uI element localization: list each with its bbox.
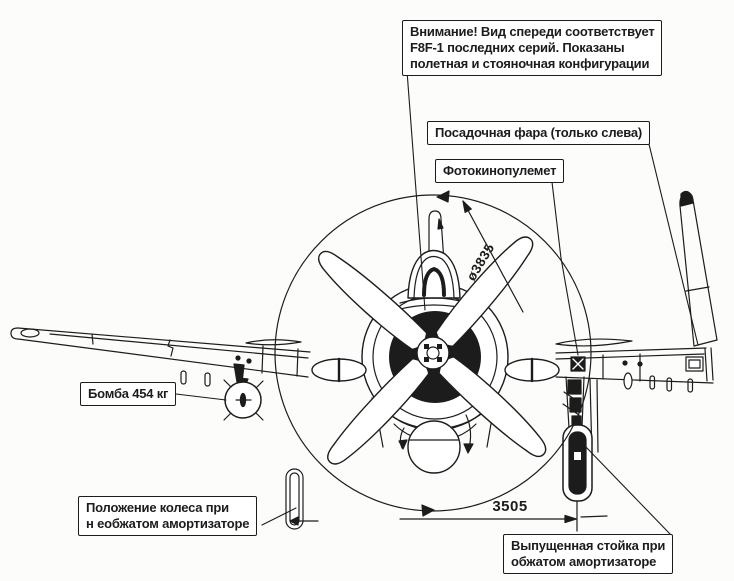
callout-bomb-label: Бомба 454 кг (88, 386, 169, 401)
dimension-wheel-track: 3505 (492, 498, 528, 515)
track-dimension (399, 514, 608, 524)
callout-attention-line2: F8F-1 последних серий. Показаны (410, 39, 625, 55)
callout-extended-strut: Выпущенная стойка при обжатом амортизато… (503, 534, 674, 574)
main-landing-gear (562, 376, 599, 532)
leader-landing-light (647, 139, 699, 346)
leader-lines (175, 70, 699, 536)
callout-wheel-position-line1: Положение колеса при (86, 500, 229, 515)
rotation-arrow-top (436, 190, 450, 203)
ghost-wheel-uncompressed (285, 468, 319, 530)
propeller-hub (416, 336, 450, 370)
bomb-454kg (223, 363, 264, 421)
rotation-arrow-bottom (421, 504, 435, 517)
propeller-disc (274, 190, 592, 517)
folded-wingtip (679, 190, 718, 347)
wing-root-intakes (311, 357, 560, 383)
callout-attention: Внимание! Вид спереди соответствует F8F-… (402, 20, 663, 76)
callout-attention-line3: полетная и стояночная конфигурации (410, 55, 650, 71)
diameter-dimension (462, 200, 524, 313)
callout-bomb: Бомба 454 кг (80, 382, 177, 406)
leader-extended-strut (583, 444, 672, 536)
leader-gun-camera (551, 181, 579, 356)
drop-tank (398, 414, 474, 474)
callout-wheel-position: Положение колеса при н еобжатом амортиза… (78, 496, 258, 536)
right-wing (555, 338, 714, 393)
callout-gun-camera: Фотокинопулемет (435, 159, 565, 183)
leader-bomb (175, 393, 227, 401)
callout-extended-strut-line2: обжатом амортизаторе (511, 553, 657, 569)
callout-wheel-position-line2: н еобжатом амортизаторе (86, 515, 250, 531)
leader-wheel-position (261, 507, 297, 526)
callout-extended-strut-line1: Выпущенная стойка при (511, 538, 666, 553)
left-wing (10, 327, 311, 387)
propeller-blades (317, 236, 547, 465)
tail-fin (428, 210, 445, 263)
callout-landing-light: Посадочная фара (только слева) (427, 121, 651, 145)
callout-landing-light-label: Посадочная фара (только слева) (435, 125, 643, 140)
leader-attention (406, 70, 426, 311)
callout-attention-line1: Внимание! Вид спереди соответствует (410, 24, 655, 39)
callout-gun-camera-label: Фотокинопулемет (443, 163, 557, 178)
